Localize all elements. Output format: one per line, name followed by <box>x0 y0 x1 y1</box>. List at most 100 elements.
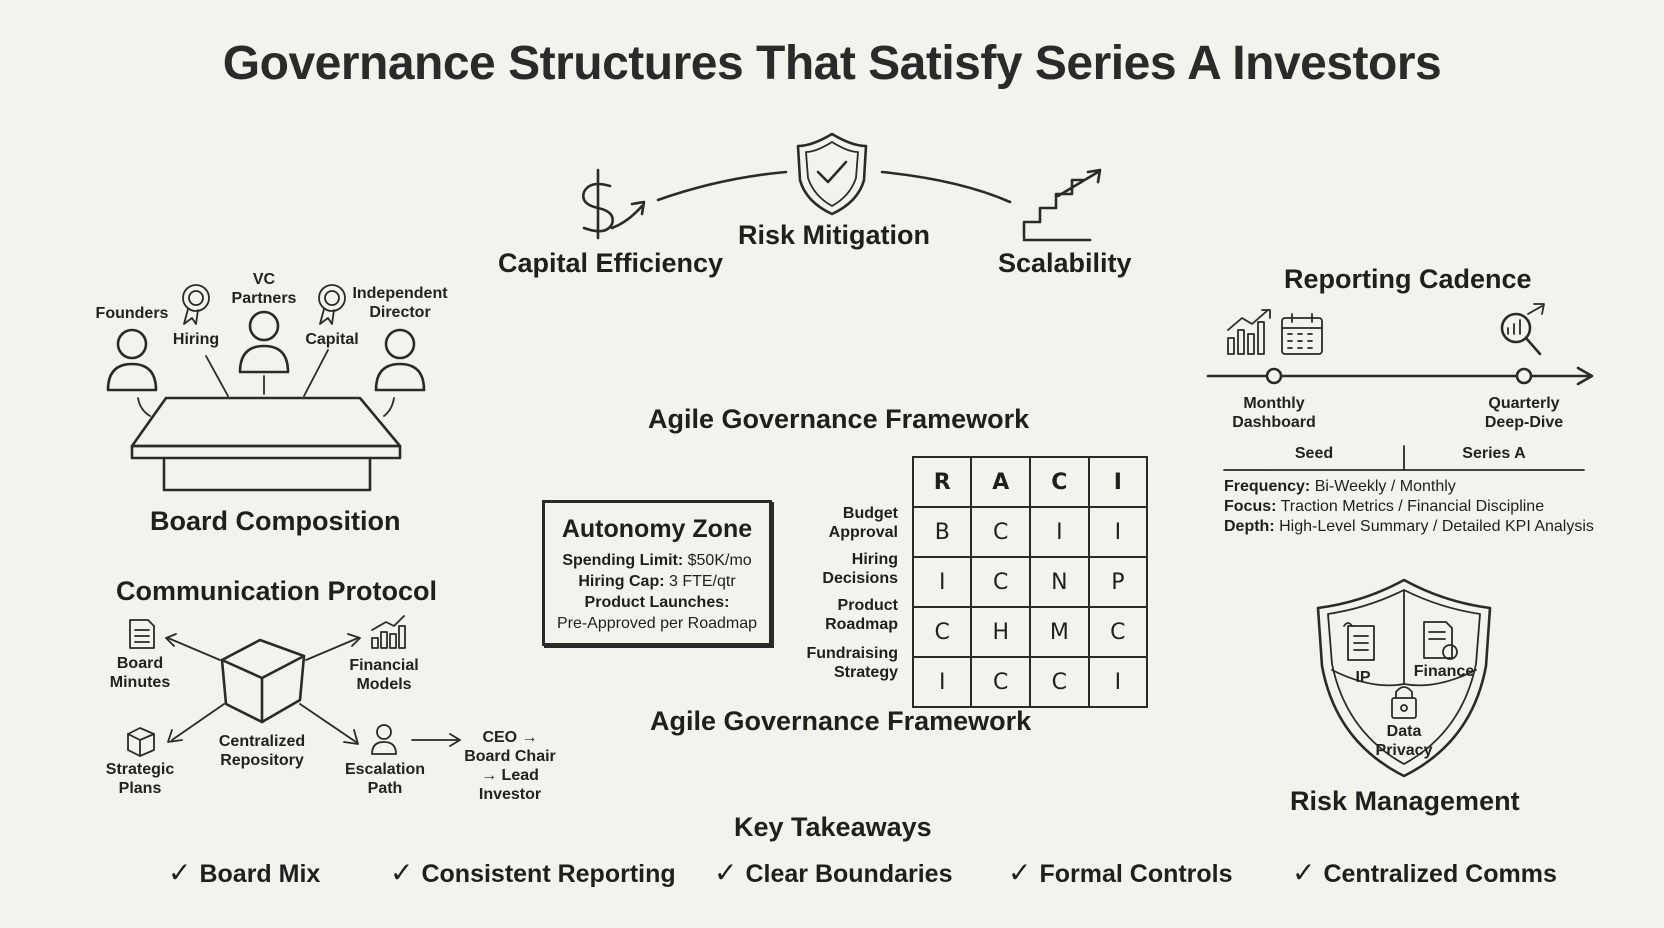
checkmark-icon: ✓ <box>1008 857 1032 888</box>
hiring-cap-line: Hiring Cap: 3 FTE/qtr <box>545 571 769 592</box>
capital-award-icon <box>318 284 346 325</box>
raci-row-label-fundraising-strategy: Fundraising Strategy <box>806 645 898 681</box>
framework-title-bottom: Agile Governance Framework <box>650 706 1032 736</box>
product-launches-value: Pre-Approved per Roadmap <box>556 615 758 632</box>
box-icon <box>127 727 155 757</box>
raci-header-cell: I <box>1087 456 1149 508</box>
raci-row-label-hiring-decisions: Hiring Decisions <box>822 551 898 587</box>
founder-person-icon <box>106 328 158 392</box>
magnifier-chart-icon <box>1500 303 1545 356</box>
raci-cell: C <box>970 556 1031 608</box>
boardroom-table <box>130 396 402 492</box>
takeaway-item: ✓Centralized Comms <box>1292 856 1557 889</box>
founders-label: Founders <box>95 305 169 322</box>
product-launches-line: Product Launches: <box>545 592 769 613</box>
escalation-chain-label: CEO → Board Chair → Lead Investor <box>464 729 556 803</box>
dollar-growth-icon <box>582 168 646 240</box>
reporting-cadence-title: Reporting Cadence <box>1284 264 1532 294</box>
growth-chart-icon <box>1227 309 1271 355</box>
ip-label: IP <box>1355 669 1371 686</box>
raci-cell: H <box>970 606 1031 658</box>
strategic-plans-label: Strategic Plans <box>105 761 175 797</box>
shield-check-icon <box>796 132 868 216</box>
raci-row: I C C I <box>911 656 1149 708</box>
document-icon <box>129 619 155 649</box>
raci-cell: C <box>970 656 1031 708</box>
hiring-award-icon <box>182 284 210 325</box>
checkmark-icon: ✓ <box>714 857 738 888</box>
escalation-person-icon <box>371 724 397 755</box>
frequency-line: Frequency: Bi-Weekly / Monthly <box>1224 478 1456 496</box>
takeaway-text: Formal Controls <box>1039 860 1233 888</box>
takeaway-text: Consistent Reporting <box>421 860 676 888</box>
framework-title-top: Agile Governance Framework <box>648 404 1030 434</box>
finance-label: Finance <box>1413 663 1475 680</box>
checkmark-icon: ✓ <box>1292 857 1316 888</box>
repository-cube-icon <box>220 638 306 724</box>
independent-director-label: Independent Director <box>352 285 448 321</box>
board-composition-title: Board Composition <box>150 506 401 536</box>
raci-cell: C <box>1087 606 1149 658</box>
financial-models-label: Financial Models <box>349 657 419 693</box>
data-privacy-label: Data Privacy <box>1375 723 1433 759</box>
takeaway-text: Centralized Comms <box>1323 860 1557 888</box>
depth-line: Depth: High-Level Summary / Detailed KPI… <box>1224 518 1594 536</box>
raci-cell: P <box>1087 556 1149 608</box>
key-takeaways-title: Key Takeaways <box>734 812 932 842</box>
communication-protocol-title: Communication Protocol <box>116 576 438 606</box>
raci-row: I C N P <box>911 556 1149 608</box>
product-launches-label: Product Launches: <box>584 594 730 611</box>
pillar-risk-mitigation: Risk Mitigation <box>738 220 931 250</box>
hiring-cap-label: Hiring Cap: <box>578 573 665 590</box>
raci-cell: C <box>911 606 973 658</box>
raci-cell: N <box>1028 556 1090 608</box>
hiring-cap-value: 3 FTE/qtr <box>664 573 736 590</box>
reporting-timeline <box>1206 366 1594 386</box>
takeaway-item: ✓Clear Boundaries <box>714 856 952 889</box>
raci-header-row: R A C I <box>911 456 1149 508</box>
risk-shield-icon <box>1316 578 1492 778</box>
pillar-scalability: Scalability <box>998 248 1132 278</box>
escalation-path-label: Escalation Path <box>344 761 426 797</box>
stairs-growth-icon <box>1022 168 1102 242</box>
quarterly-deep-dive-label: Quarterly Deep-Dive <box>1484 395 1564 431</box>
raci-cell: M <box>1028 606 1090 658</box>
takeaway-item: ✓Board Mix <box>168 856 320 889</box>
capital-label: Capital <box>305 331 359 348</box>
raci-row: B C I I <box>911 506 1149 558</box>
raci-cell: I <box>1087 656 1149 708</box>
padlock-icon <box>1391 686 1417 719</box>
raci-row-label-product-roadmap: Product Roadmap <box>825 597 898 633</box>
arc-left <box>656 170 788 202</box>
raci-cell: I <box>911 656 973 708</box>
focus-line: Focus: Traction Metrics / Financial Disc… <box>1224 498 1544 516</box>
monthly-dashboard-label: Monthly Dashboard <box>1232 395 1316 431</box>
vc-partner-person-icon <box>238 310 290 374</box>
calendar-icon <box>1281 313 1323 355</box>
centralized-repository-label: Centralized Repository <box>218 733 306 769</box>
raci-cell: C <box>1028 656 1090 708</box>
raci-cell: C <box>970 506 1031 558</box>
frequency-label: Frequency: <box>1224 478 1311 495</box>
raci-cell: I <box>1087 506 1149 558</box>
series-a-stage-label: Series A <box>1462 445 1526 462</box>
takeaway-item: ✓Consistent Reporting <box>390 856 676 889</box>
hiring-label: Hiring <box>172 331 220 348</box>
risk-management-title: Risk Management <box>1290 786 1520 816</box>
autonomy-zone-heading: Autonomy Zone <box>561 515 753 543</box>
raci-row: C H M C <box>911 606 1149 658</box>
depth-label: Depth: <box>1224 518 1275 535</box>
board-minutes-label: Board Minutes <box>109 655 171 691</box>
finance-document-icon <box>1423 621 1458 660</box>
raci-header-cell: A <box>970 456 1031 508</box>
focus-value: Traction Metrics / Financial Discipline <box>1276 498 1545 515</box>
page-title: Governance Structures That Satisfy Serie… <box>222 37 1442 90</box>
raci-matrix: R A C I B C I I I C N P C H M C I C C I <box>911 456 1149 708</box>
pillar-capital-efficiency: Capital Efficiency <box>498 248 724 278</box>
vc-partners-label: VC Partners <box>231 271 297 307</box>
bar-chart-icon <box>371 615 406 649</box>
takeaway-item: ✓Formal Controls <box>1008 856 1233 889</box>
spending-limit-line: Spending Limit: $50K/mo <box>545 550 769 571</box>
spending-limit-value: $50K/mo <box>683 552 752 569</box>
